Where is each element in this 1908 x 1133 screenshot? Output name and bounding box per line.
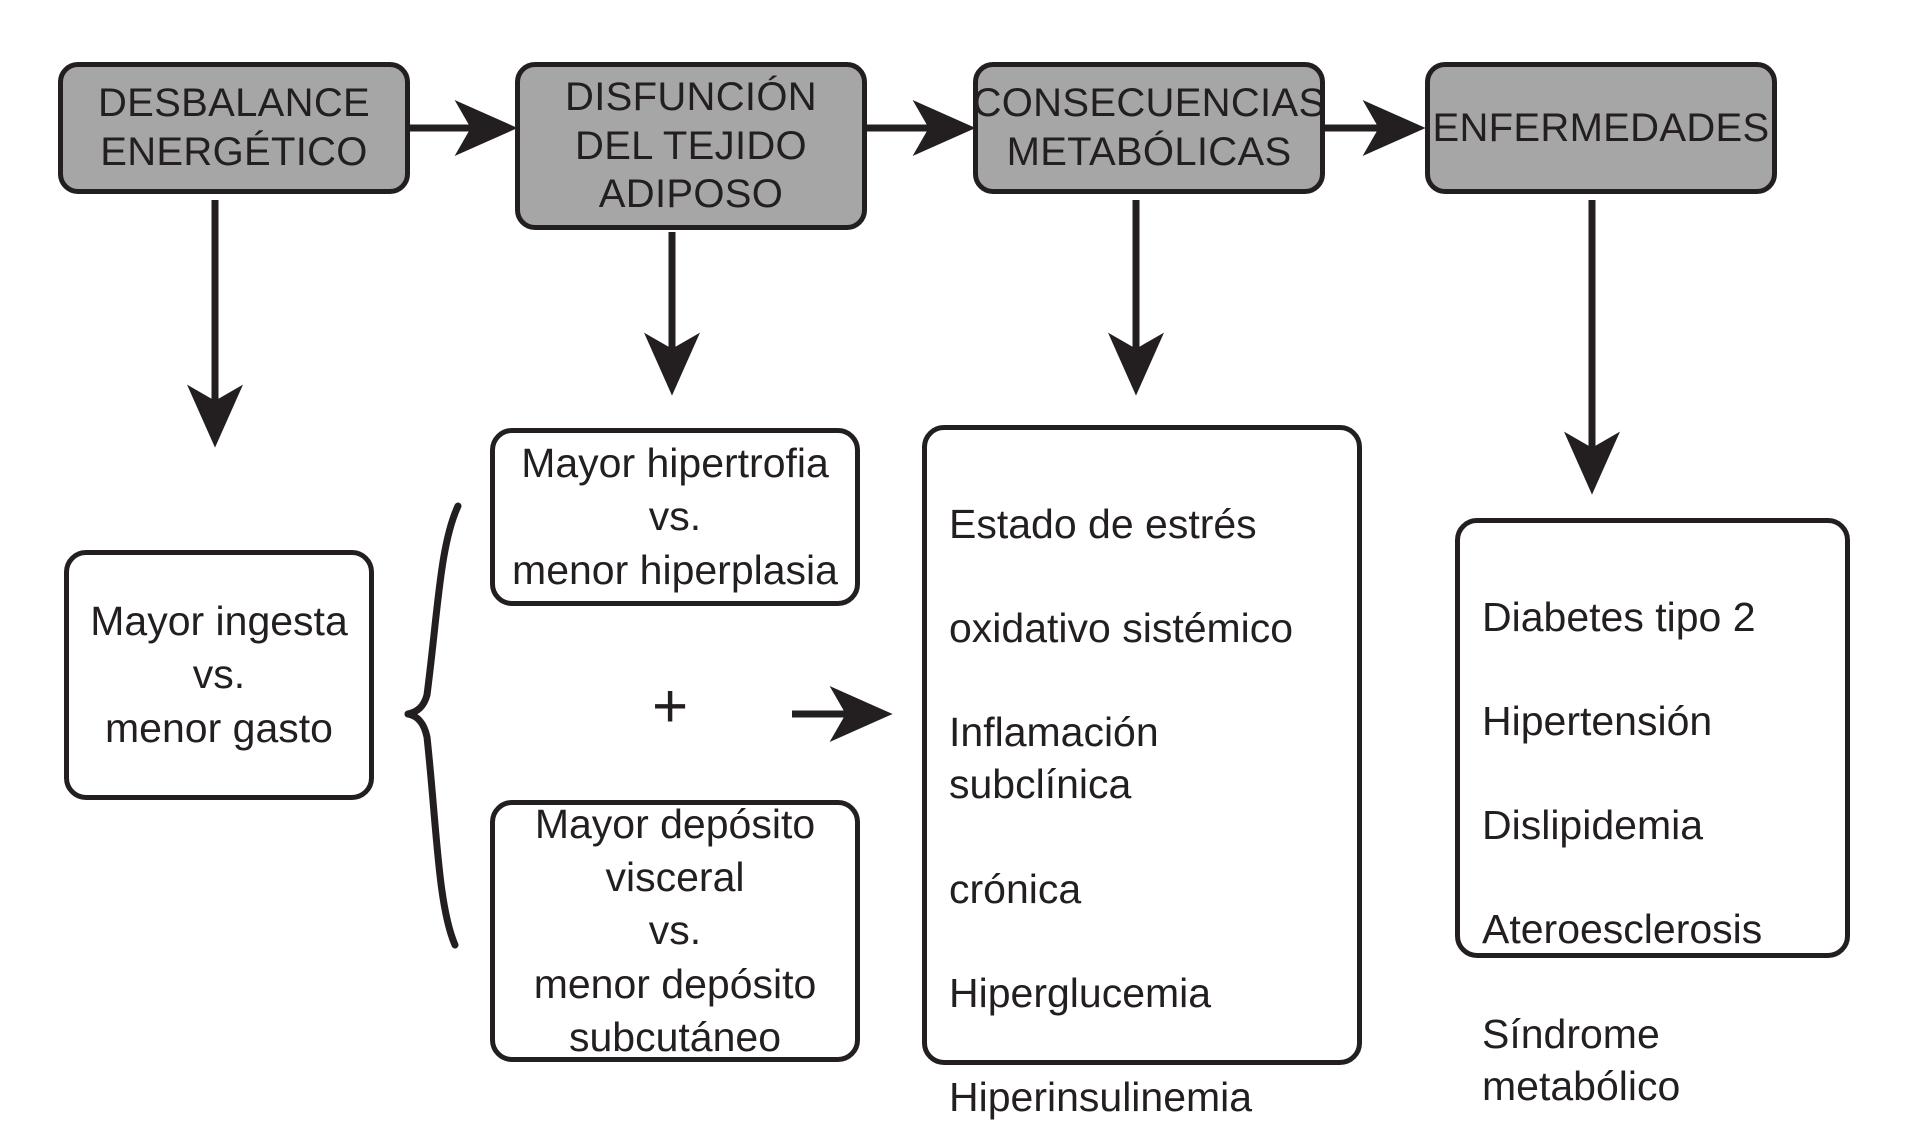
metabolic-list: Estado de estrés oxidativo sistémico Inf… xyxy=(949,446,1337,1133)
stage-metabolic-consequences-label: CONSECUENCIAS METABÓLICAS xyxy=(972,81,1326,174)
list-item: Diabetes tipo 2 xyxy=(1482,594,1756,641)
list-item: Ateroesclerosis xyxy=(1482,906,1763,953)
list-item: Hiperglucemia xyxy=(949,969,1212,1016)
box-intake-vs-expenditure[interactable]: Mayor ingesta vs. menor gasto xyxy=(64,550,374,800)
diseases-list: Diabetes tipo 2 Hipertensión Dislipidemi… xyxy=(1482,539,1825,1133)
combine-plus-symbol: + xyxy=(652,672,689,741)
list-item: Hiperinsulinemia xyxy=(949,1073,1253,1120)
box-metabolic-consequences-list[interactable]: Estado de estrés oxidativo sistémico Inf… xyxy=(922,425,1362,1120)
box-hypertrophy-vs-hyperplasia[interactable]: Mayor hipertrofia vs. menor hiperplasia xyxy=(490,428,860,606)
list-item: Hipertensión xyxy=(1482,698,1713,745)
list-item: crónica xyxy=(949,865,1082,912)
brace-intake-to-pair xyxy=(404,502,462,949)
combine-plus: + xyxy=(652,676,688,738)
stage-energy-imbalance[interactable]: DESBALANCE ENERGÉTICO xyxy=(58,62,410,194)
stage-metabolic-consequences[interactable]: CONSECUENCIAS METABÓLICAS xyxy=(973,62,1325,194)
stage-diseases[interactable]: ENFERMEDADES xyxy=(1425,62,1777,194)
stage-diseases-label: ENFERMEDADES xyxy=(1432,105,1770,150)
list-item: oxidativo sistémico xyxy=(949,605,1294,652)
list-item: Estado de estrés xyxy=(949,501,1257,548)
stage-energy-imbalance-label: DESBALANCE ENERGÉTICO xyxy=(98,81,370,174)
stage-adipose-dysfunction[interactable]: DISFUNCIÓN DEL TEJIDO ADIPOSO xyxy=(515,62,867,230)
box-visceral-vs-subcutaneous[interactable]: Mayor depósito visceral vs. menor depósi… xyxy=(490,800,860,1062)
stage-adipose-dysfunction-label: DISFUNCIÓN DEL TEJIDO ADIPOSO xyxy=(565,74,817,217)
box-visceral-vs-subcutaneous-label: Mayor depósito visceral vs. menor depósi… xyxy=(533,800,817,1060)
box-intake-vs-expenditure-label: Mayor ingesta vs. menor gasto xyxy=(90,598,348,751)
list-item: Síndrome metabólico xyxy=(1482,1010,1681,1109)
box-hypertrophy-vs-hyperplasia-label: Mayor hipertrofia vs. menor hiperplasia xyxy=(512,440,838,593)
box-diseases-list[interactable]: Diabetes tipo 2 Hipertensión Dislipidemi… xyxy=(1455,518,1850,1109)
list-item: Inflamación subclínica xyxy=(949,709,1159,808)
list-item: Dislipidemia xyxy=(1482,802,1704,849)
